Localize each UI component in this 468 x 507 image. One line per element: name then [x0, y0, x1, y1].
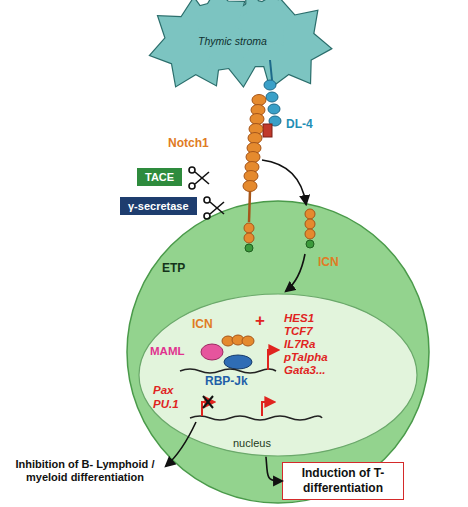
gene-name: TCF7: [284, 325, 313, 338]
gene-name: Gata3...: [284, 364, 326, 377]
gene-name-holder: pTalpha: [284, 351, 328, 364]
gene-name: HES1: [284, 312, 314, 325]
tace-box: TACE: [137, 168, 182, 186]
dl4-ligand: [263, 60, 281, 137]
dna-strand: [180, 369, 276, 373]
plus-sign-holder: +: [255, 314, 265, 327]
activated-promoter-arrow: [262, 402, 274, 416]
protein-name-holder: MAML: [150, 345, 185, 358]
cleavage-arrow: [262, 160, 306, 204]
nucleus: nucleus: [138, 293, 418, 457]
thymic-stroma: Thymic stroma: [140, 0, 340, 95]
protein-name: RBP-Jk: [205, 375, 248, 388]
protein-name: ICN: [318, 256, 339, 269]
gene-name-holder: IL7Ra: [284, 338, 315, 351]
scissors-symbol: [189, 167, 224, 219]
signal-arrow: [266, 457, 282, 481]
protein-name-holder: ICN: [192, 318, 213, 331]
nuclear-envelope: [139, 294, 417, 456]
thymic-stroma-text: Thymic stroma: [198, 35, 267, 47]
outcome-label-holder: Inhibition of B- Lymphoid / myeloid diff…: [10, 458, 160, 484]
cell-membrane: [127, 201, 429, 503]
thymic-stroma-outline: [140, 0, 340, 95]
gamma-secretase-box-text: γ-secretase: [128, 200, 189, 212]
block-cross: [203, 396, 213, 408]
induction-box: Induction of T- differentiation: [282, 462, 404, 500]
protein-name-holder: ICN: [318, 256, 339, 269]
dna-strand: [190, 416, 322, 420]
induction-box-text: Induction of T- differentiation: [289, 466, 397, 496]
inhibition-arrow: [166, 422, 196, 466]
gene-name: pTalpha: [284, 351, 328, 364]
plus-sign: +: [255, 314, 265, 327]
activation-arrow: [268, 350, 278, 370]
gene-name-holder: TCF7: [284, 325, 313, 338]
gene-name: Pax: [153, 384, 173, 397]
nucleus-outline: [138, 293, 418, 457]
ligand-name: DL-4: [286, 118, 313, 131]
protein-name: ICN: [192, 318, 213, 331]
tace-box-text: TACE: [145, 171, 174, 183]
repressed-promoter-arrow: [202, 402, 214, 416]
icn-complex: [201, 335, 254, 369]
receptor-name: Notch1: [168, 137, 209, 150]
gene-name-holder: Gata3...: [284, 364, 326, 377]
protein-name-holder: RBP-Jk: [205, 375, 248, 388]
gene-name: IL7Ra: [284, 338, 315, 351]
translocation-arrow: [286, 254, 305, 291]
gene-name-holder: Pax: [153, 384, 173, 397]
gamma-secretase-box: γ-secretase: [120, 197, 197, 215]
gene-name-holder: PU.1: [153, 398, 179, 411]
protein-name: MAML: [150, 345, 185, 358]
etp-cell-text: ETP: [162, 261, 185, 275]
nucleus-text: nucleus: [233, 437, 271, 449]
released-icn: [305, 209, 315, 248]
gene-name: PU.1: [153, 398, 179, 411]
receptor-name-holder: Notch1: [168, 137, 209, 150]
ligand-name-holder: DL-4: [286, 118, 313, 131]
outcome-label: Inhibition of B- Lymphoid / myeloid diff…: [10, 458, 160, 484]
stromal-cells: [150, 0, 330, 88]
gene-name-holder: HES1: [284, 312, 314, 325]
notch1-receptor: [243, 95, 266, 253]
